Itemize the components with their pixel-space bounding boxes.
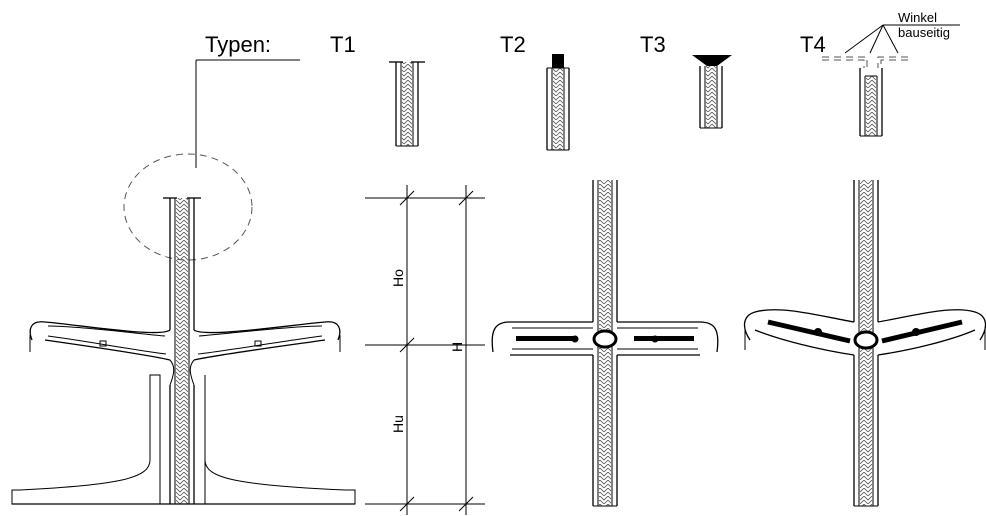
- winkel-leader-b: [882, 24, 899, 54]
- type-t2-detail: [546, 54, 570, 151]
- type-t1-label: T1: [330, 32, 356, 57]
- type-t1-detail: [389, 61, 425, 147]
- types-label: Typen:: [205, 32, 271, 57]
- detail-circle: [123, 153, 253, 261]
- type-t3-label: T3: [640, 32, 666, 57]
- right-cross-section: [743, 180, 986, 507]
- type-t2-label: T2: [500, 32, 526, 57]
- left-cross-section: [11, 153, 356, 505]
- middle-cross-section: [491, 180, 719, 507]
- type-t4-detail: [822, 56, 908, 137]
- dimension-hu-label: Hu: [390, 415, 406, 433]
- winkel-label-line2: bauseitig: [898, 25, 950, 40]
- winkel-leader-a: [869, 24, 884, 54]
- winkel-label-line1: Winkel: [898, 10, 937, 25]
- type-t4-label: T4: [800, 32, 826, 57]
- dimension-ho-label: Ho: [390, 269, 406, 287]
- type-t3-detail: [692, 55, 732, 129]
- dimension-h-label: H: [449, 342, 465, 352]
- dimension-chain: [365, 185, 485, 515]
- winkel-leader-c: [844, 24, 884, 54]
